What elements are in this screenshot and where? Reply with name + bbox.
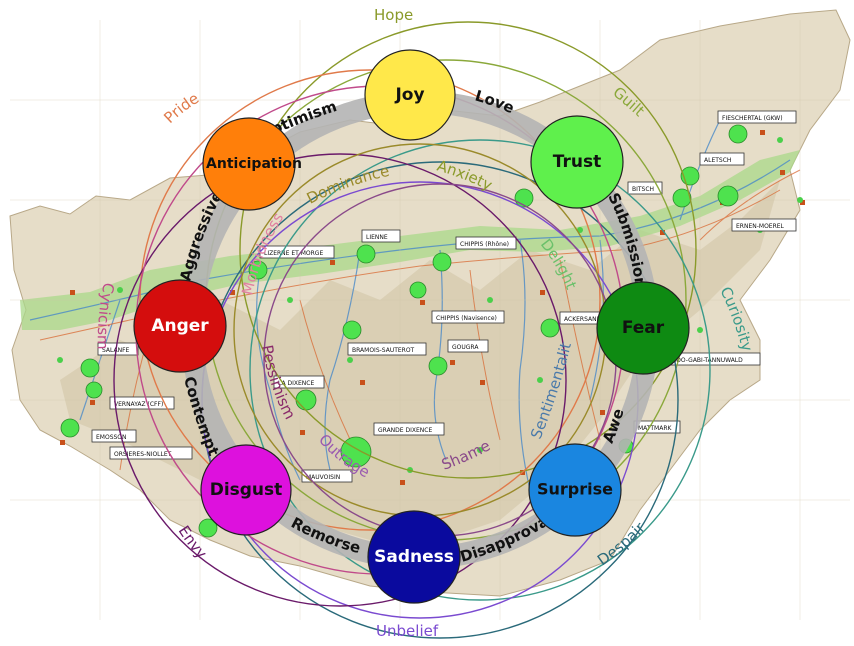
svg-text:Sadness: Sadness (374, 547, 454, 567)
svg-text:CHIPPIS (Rhône): CHIPPIS (Rhône) (460, 241, 509, 248)
map-label-ernen: ERNEN-MOEREL (731, 218, 797, 232)
svg-text:LA DIXENCE: LA DIXENCE (278, 380, 314, 387)
map-label-grandedixence: GRANDE DIXENCE (373, 422, 445, 436)
map-label-vernayaz: VERNAYAZ (CFF) (109, 396, 175, 410)
map-place-labels: FIESCHERTAL (GKW) ALETSCH BITSCH ERNEN-M… (91, 110, 797, 483)
map-label-ladixence: LA DIXENCE (273, 375, 325, 389)
emotion-node-anticipation: Anticipation (202, 117, 302, 211)
map-label-lienne: LIENNE (361, 229, 401, 243)
emotion-node-disgust: Disgust (200, 444, 292, 536)
svg-text:Joy: Joy (394, 85, 424, 105)
emotion-node-fear: Fear (596, 281, 690, 375)
svg-text:Fear: Fear (622, 318, 665, 338)
dyad-label-cynicism: Cynicism (94, 281, 118, 349)
svg-text:ERNEN-MOEREL: ERNEN-MOEREL (736, 223, 785, 230)
svg-text:BRAMOIS-SAUTEROT: BRAMOIS-SAUTEROT (352, 347, 415, 354)
emotion-node-surprise: Surprise (528, 443, 622, 537)
dyad-label-unbelief: Unbelief (376, 622, 439, 640)
map-label-fieschertal: FIESCHERTAL (GKW) (717, 110, 797, 124)
emotion-node-sadness: Sadness (367, 510, 461, 604)
dyad-ring-hope (239, 21, 697, 479)
svg-text:ENDO-GABI-TANNUWALD: ENDO-GABI-TANNUWALD (668, 357, 743, 364)
map-power-plants (60, 124, 748, 538)
svg-text:EMOSSON: EMOSSON (96, 434, 127, 441)
svg-text:Anger: Anger (151, 316, 209, 336)
svg-text:LIZERNE ET MORGE: LIZERNE ET MORGE (264, 250, 323, 257)
svg-text:GOUGRA: GOUGRA (452, 344, 479, 351)
map-label-mauvoisin: MAUVOISIN (301, 469, 353, 483)
emotion-nodes: Joy Trust Fear Surprise Sadness Disgust … (133, 49, 690, 604)
dyad-label-hope: Hope (374, 6, 413, 24)
map-valley-band (20, 150, 800, 330)
map-label-mattmark: MATTMARK (633, 420, 681, 434)
dyad-label-pride: Pride (160, 89, 202, 127)
svg-text:Disgust: Disgust (210, 480, 283, 500)
svg-text:MATTMARK: MATTMARK (638, 425, 672, 432)
dyad-ring-curiosity (249, 139, 711, 601)
svg-text:ACKERSAND: ACKERSAND (564, 316, 602, 323)
svg-text:FIESCHERTAL (GKW): FIESCHERTAL (GKW) (722, 115, 783, 122)
svg-text:ALETSCH: ALETSCH (704, 157, 731, 164)
svg-text:Anticipation: Anticipation (206, 156, 302, 172)
svg-text:LIENNE: LIENNE (366, 234, 388, 241)
map-label-chippis-navisence: CHIPPIS (Navisence) (431, 310, 505, 324)
svg-text:Trust: Trust (553, 152, 601, 172)
map-label-gougra: GOUGRA (447, 339, 489, 353)
emotion-node-trust: Trust (530, 115, 624, 209)
map-label-bramois: BRAMOIS-SAUTEROT (347, 342, 427, 356)
dyad-ring-envy (113, 153, 567, 607)
svg-text:Surprise: Surprise (537, 480, 613, 499)
emotion-node-joy: Joy (364, 49, 456, 141)
dyad-ring-pride (139, 69, 601, 531)
svg-text:BITSCH: BITSCH (632, 186, 654, 193)
map-label-chippis-rhone: CHIPPIS (Rhône) (455, 236, 517, 250)
map-label-bitsch: BITSCH (627, 181, 663, 195)
map-label-aletsch: ALETSCH (699, 152, 745, 166)
svg-text:ORSIERES-NIOLLET: ORSIERES-NIOLLET (114, 451, 172, 458)
map-label-emosson: EMOSSON (91, 429, 137, 443)
svg-text:VERNAYAZ (CFF): VERNAYAZ (CFF) (114, 401, 163, 408)
svg-text:MAUVOISIN: MAUVOISIN (306, 474, 340, 481)
emotion-node-anger: Anger (133, 279, 227, 373)
svg-text:GRANDE DIXENCE: GRANDE DIXENCE (378, 427, 432, 434)
map-label-orsieres: ORSIERES-NIOLLET (109, 446, 193, 460)
svg-text:CHIPPIS (Navisence): CHIPPIS (Navisence) (436, 315, 497, 322)
